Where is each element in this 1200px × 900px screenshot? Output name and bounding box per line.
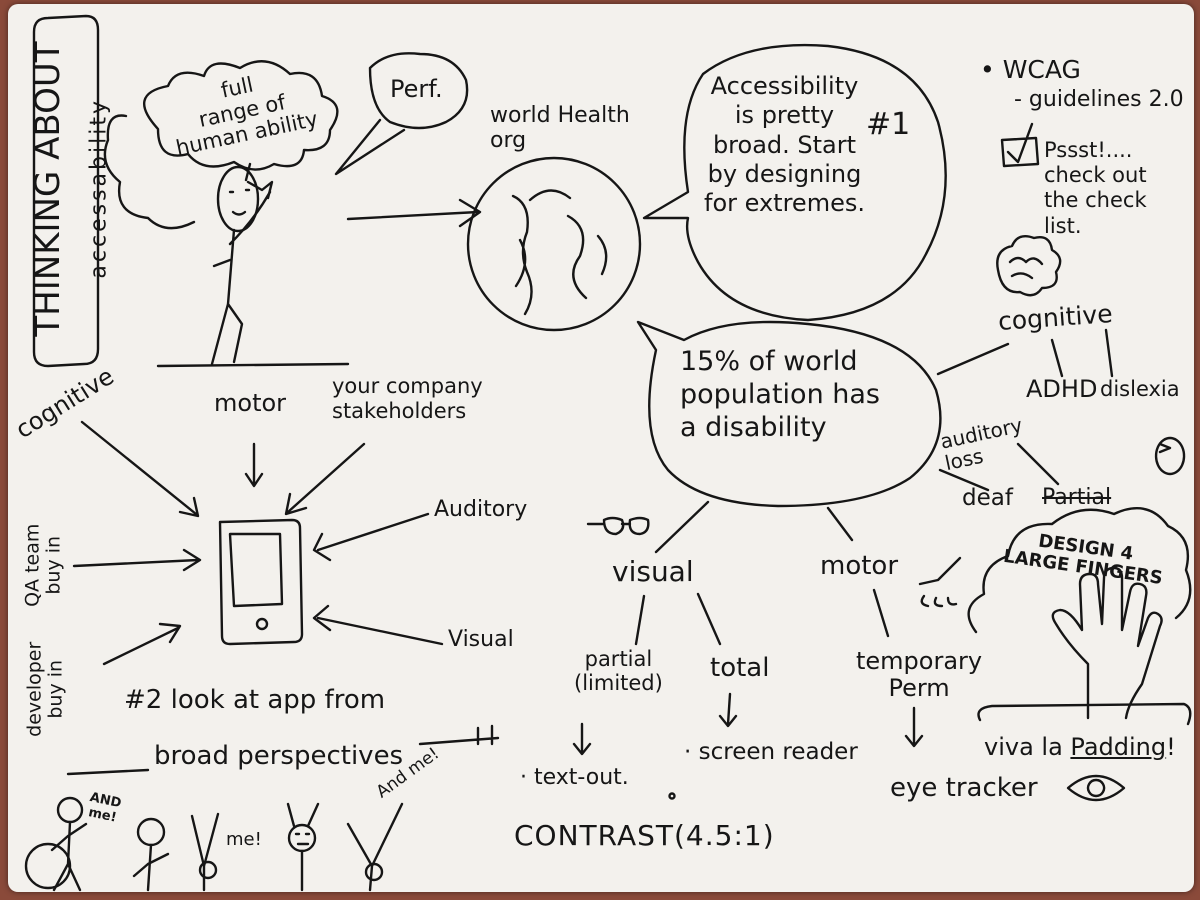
cognitive-branches bbox=[936, 328, 1114, 378]
partial-label: Partial bbox=[1042, 485, 1112, 510]
padding-suffix: ! bbox=[1166, 733, 1176, 761]
thought-cloud bbox=[142, 60, 339, 171]
adhd-label: ADHD bbox=[1026, 375, 1098, 403]
wcag-guidelines: - guidelines 2.0 bbox=[1014, 87, 1184, 112]
contrast-label: CONTRAST(4.5:1) bbox=[514, 819, 775, 852]
partial-limited-label: partial (limited) bbox=[574, 647, 663, 695]
note1-text: Accessibility is pretty broad. Start by … bbox=[704, 72, 865, 218]
note2-lines bbox=[66, 724, 500, 776]
visual-branches bbox=[634, 592, 722, 646]
hand-icon bbox=[1051, 566, 1163, 720]
arrows-down bbox=[572, 692, 924, 756]
perf-bubble-tail bbox=[334, 118, 406, 176]
title-main: THINKING ABOUT bbox=[27, 41, 68, 337]
sketch-drawing bbox=[24, 14, 1192, 892]
motor-label: motor bbox=[820, 551, 899, 581]
globe bbox=[466, 156, 642, 332]
input-auditory: Auditory bbox=[434, 497, 528, 522]
sketchnote-card: THINKING ABOUT accessability full range … bbox=[8, 4, 1194, 892]
crowd-me: me! bbox=[226, 829, 262, 850]
dislexia-label: dislexia bbox=[1100, 377, 1180, 401]
eye-tracker-label: eye tracker bbox=[890, 773, 1038, 803]
title-sub: accessability bbox=[86, 98, 112, 279]
deaf-label: deaf bbox=[962, 485, 1013, 511]
input-developer: developer buy in bbox=[23, 641, 67, 737]
text-out-label: · text-out. bbox=[520, 765, 629, 790]
padding-prefix: viva la bbox=[984, 733, 1071, 761]
motor-branches bbox=[872, 588, 890, 638]
phone-icon bbox=[218, 518, 304, 646]
stat-bubble bbox=[636, 320, 942, 508]
crowd-figures bbox=[24, 796, 404, 892]
temporary-perm-label: temporary Perm bbox=[856, 647, 983, 702]
pssst-note: Pssst!.... check out the check list. bbox=[1044, 138, 1147, 238]
dot bbox=[668, 792, 676, 800]
viva-la-padding: viva la Padding! bbox=[984, 734, 1176, 761]
brain-icon bbox=[996, 235, 1062, 297]
note1-bubble bbox=[642, 43, 947, 322]
input-visual: Visual bbox=[448, 627, 514, 652]
checkbox-icon bbox=[1000, 122, 1040, 168]
title-frame bbox=[32, 14, 100, 368]
perf-bubble bbox=[368, 52, 469, 130]
padding-word: Padding bbox=[1070, 733, 1167, 761]
stat-branches bbox=[654, 500, 854, 554]
auditory-branches bbox=[938, 442, 1060, 492]
thought-cloud-outer bbox=[103, 114, 196, 230]
arrow-to-globe bbox=[346, 198, 482, 228]
input-motor: motor bbox=[214, 389, 287, 417]
input-stakeholders: your company stakeholders bbox=[332, 374, 483, 424]
padding-bracket bbox=[977, 702, 1192, 726]
perf-text: Perf. bbox=[390, 75, 443, 103]
note2b-text: broad perspectives bbox=[154, 741, 404, 771]
note1-number: #1 bbox=[866, 107, 911, 142]
arrows-to-phone bbox=[72, 420, 444, 666]
stat-text: 15% of world population has a disability bbox=[680, 346, 880, 443]
screen-reader-label: · screen reader bbox=[684, 739, 858, 765]
small-hand-icon bbox=[918, 556, 962, 608]
visual-label: visual bbox=[612, 555, 694, 588]
eye-icon bbox=[1066, 774, 1126, 802]
input-qa: QA team buy in bbox=[21, 523, 65, 607]
crowd-and-me: AND me! bbox=[87, 790, 123, 826]
stick-figure bbox=[156, 165, 350, 368]
total-label: total bbox=[710, 653, 770, 683]
note2-text: #2 look at app from bbox=[124, 685, 386, 715]
fingers-cloud bbox=[967, 507, 1192, 634]
c-circle-icon bbox=[1154, 436, 1186, 476]
glasses-icon bbox=[586, 516, 650, 536]
wcag-title: • WCAG bbox=[980, 55, 1081, 84]
who-label: world Health org bbox=[490, 103, 630, 153]
